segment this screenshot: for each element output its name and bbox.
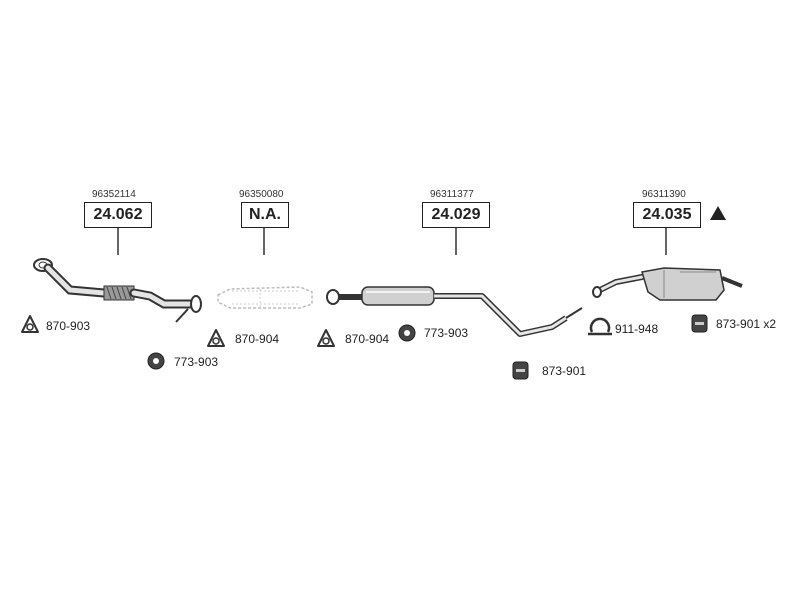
fitting-label: 870-904	[235, 332, 280, 346]
fitting-label: 911-948	[615, 322, 659, 336]
part-code-box[interactable]: 24.029	[422, 202, 490, 228]
fitting-label: 873-901	[542, 364, 587, 378]
oe-number: 96352114	[92, 189, 136, 200]
part-code-box[interactable]: N.A.	[241, 202, 289, 228]
fitting-label: 773-903	[424, 326, 469, 340]
front-pipe-part	[33, 258, 202, 323]
rubber-mount-icon	[398, 324, 416, 342]
gasket-icon	[21, 315, 39, 333]
warning-triangle-icon	[710, 206, 726, 220]
rubber-hanger-icon	[512, 361, 529, 380]
fitting-label: 773-903	[174, 355, 219, 369]
gasket-icon	[317, 329, 335, 347]
middle-silencer-part	[326, 286, 583, 337]
fitting-label: 873-901 x2	[716, 317, 777, 331]
oe-number: 96311377	[430, 189, 474, 200]
rear-silencer-part	[592, 267, 743, 301]
rubber-mount-icon	[147, 352, 165, 370]
rubber-hanger-icon	[691, 314, 708, 333]
gasket-icon	[207, 329, 225, 347]
part-code-box[interactable]: 24.035	[633, 202, 701, 228]
clamp-icon	[588, 317, 612, 336]
oe-number: 96350080	[239, 189, 284, 200]
part-code-box[interactable]: 24.062	[84, 202, 152, 228]
catalyst-part-dashed	[217, 286, 313, 309]
fitting-label: 870-904	[345, 332, 390, 346]
oe-number: 96311390	[642, 189, 686, 200]
fitting-label: 870-903	[46, 319, 91, 333]
